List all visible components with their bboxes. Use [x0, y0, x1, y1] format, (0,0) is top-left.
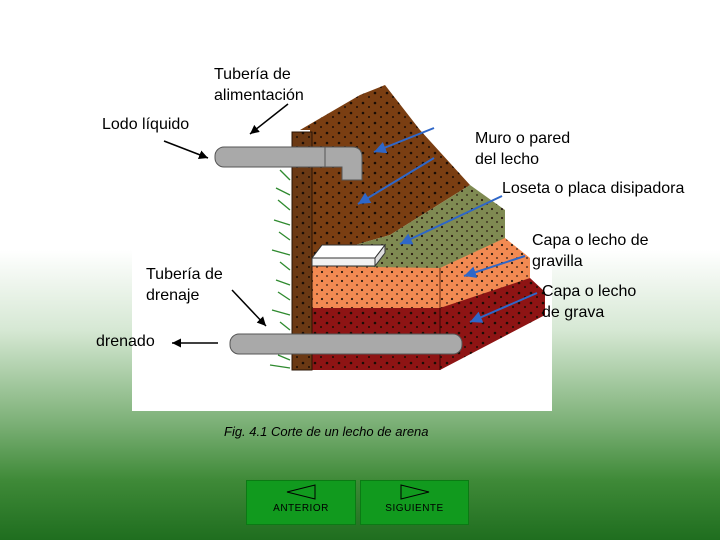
- arrow-left-icon: [286, 484, 316, 500]
- sand-layer: [312, 238, 530, 310]
- liquid-sludge-label: Lodo líquido: [102, 116, 190, 133]
- feed-pipe-label: Tubería de alimentación: [214, 66, 304, 104]
- blue-arrows: [357, 127, 538, 323]
- drain-pipe: [229, 333, 463, 355]
- bed-wall: [291, 131, 313, 371]
- drain-pipe-label: Tubería de drenaje: [146, 266, 223, 304]
- next-button-label: SIGUIENTE: [385, 503, 444, 514]
- drained-label: drenado: [96, 333, 155, 350]
- black-arrows: [163, 103, 289, 348]
- next-button[interactable]: SIGUIENTE: [360, 480, 469, 525]
- feed-pipe: [214, 146, 363, 181]
- dissipator-slab-label: Loseta o placa disipadora: [502, 180, 685, 197]
- previous-button-label: ANTERIOR: [273, 503, 329, 514]
- previous-button[interactable]: ANTERIOR: [246, 480, 356, 525]
- gravilla-layer-label: Capa o lecho de gravilla: [532, 232, 649, 270]
- grava-layer-label: Capa o lecho de grava: [542, 283, 637, 321]
- wall-label: Muro o pared del lecho: [475, 130, 571, 168]
- figure-caption: Fig. 4.1 Corte de un lecho de arena: [224, 424, 429, 439]
- dissipator-slab: [310, 243, 387, 268]
- sludge-soil-layer: [300, 85, 470, 258]
- arrow-right-icon: [400, 484, 430, 500]
